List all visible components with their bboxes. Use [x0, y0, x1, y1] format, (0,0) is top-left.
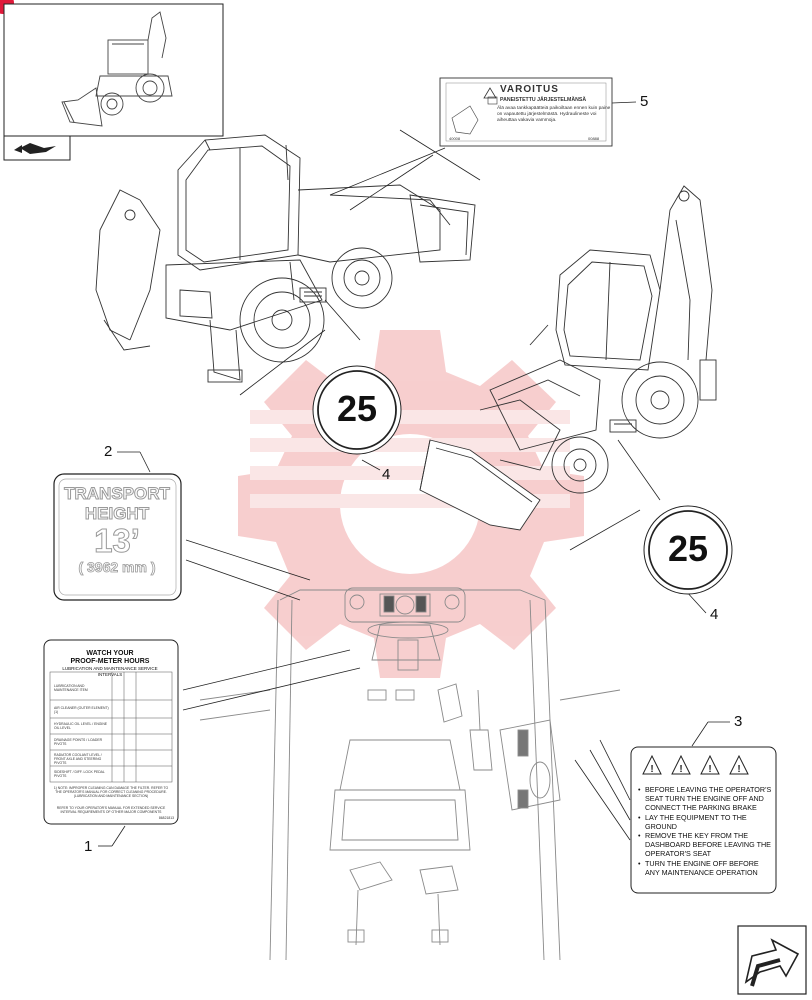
thumbnail-book-arrow-icon[interactable]	[14, 143, 56, 154]
varoitus-title: VAROITUS	[500, 84, 559, 95]
svg-text:!: !	[708, 764, 711, 775]
backhoe-loader-right	[419, 185, 717, 531]
callout-3: 3	[734, 713, 743, 730]
transport-line3: 13’	[94, 522, 141, 559]
warning-list: •BEFORE LEAVING THE OPERATOR'S SEAT TURN…	[638, 785, 774, 877]
hours-row-1: AIR CLEANER (OUTER ELEMENT) (1)	[54, 706, 109, 715]
callout-1: 1	[84, 838, 93, 855]
warning-decal: ! ! ! !	[630, 746, 777, 894]
hours-row-5: SIDESHIFT / DIFF. LOCK PEDAL PIVOTS	[54, 770, 105, 779]
callout-4-left: 4	[382, 466, 391, 483]
hours-title-2: PROOF-METER HOURS	[70, 658, 150, 665]
varoitus-code-left: 40008	[449, 136, 461, 141]
speed-decal-left	[312, 365, 402, 455]
hours-subtitle: LUBRICATION AND MAINTENANCE SERVICE INTE…	[62, 666, 158, 677]
hours-note: 1) NOTE: IMPROPER CLEANING CAN DAMAGE TH…	[53, 786, 169, 799]
transport-line1: TRANSPORT	[64, 484, 171, 504]
hours-decal-title: WATCH YOUR PROOF-METER HOURS LUBRICATION…	[50, 650, 170, 678]
varoitus-decal	[439, 77, 613, 147]
thumbnail-frame[interactable]	[3, 3, 224, 161]
hours-row-0: LUBRICATION AND MAINTENANCE ITEM	[54, 684, 88, 693]
callout-2: 2	[104, 443, 113, 460]
hours-row-2: HYDRAULIC OIL LEVEL / ENGINE OIL LEVEL	[54, 722, 108, 731]
speed-value-right: 25	[667, 528, 709, 569]
callout-4-right: 4	[710, 606, 719, 623]
transport-height-decal	[53, 473, 182, 601]
callout-5: 5	[640, 93, 649, 110]
next-page-button[interactable]	[737, 925, 807, 995]
varoitus-body: Älä avaa tankkapäätteiä paikoiltaan enne…	[497, 106, 611, 123]
warning-item: •TURN THE ENGINE OFF BEFORE ANY MAINTENA…	[638, 858, 759, 877]
hours-footer: REFER TO YOUR OPERATOR'S MANUAL FOR EXTE…	[56, 806, 166, 815]
transport-line4: ( 3962 mm )	[78, 559, 156, 576]
hours-code: 86821813	[158, 816, 174, 820]
varoitus-code-right: 00888	[588, 136, 600, 141]
speed-decal-right	[643, 505, 733, 595]
hours-decal	[43, 639, 179, 825]
hours-title-1: WATCH YOUR	[86, 650, 134, 657]
varoitus-subtitle: PANEISTETTU JÄRJESTELMÄNSÄ	[500, 97, 587, 103]
backhoe-loader-left	[95, 134, 476, 383]
transport-height-text: TRANSPORT HEIGHT 13’ ( 3962 mm )	[60, 484, 174, 576]
warning-item: •BEFORE LEAVING THE OPERATOR'S SEAT TURN…	[638, 785, 772, 813]
warning-item: •LAY THE EQUIPMENT TO THE GROUND	[638, 812, 747, 831]
transport-line2: HEIGHT	[84, 504, 150, 524]
speed-value-left: 25	[336, 388, 378, 429]
cab-interior	[199, 587, 621, 961]
svg-text:!: !	[679, 764, 682, 775]
svg-text:!: !	[650, 764, 653, 775]
hours-row-3: DRAINAGE POINTS / LOADER PIVOTS	[54, 738, 103, 747]
hours-row-4: RADIATOR COOLANT LEVEL / FRONT AXLE AND …	[54, 753, 102, 766]
warning-item: •REMOVE THE KEY FROM THE DASHBOARD BEFOR…	[638, 831, 771, 859]
svg-text:!: !	[737, 764, 740, 775]
